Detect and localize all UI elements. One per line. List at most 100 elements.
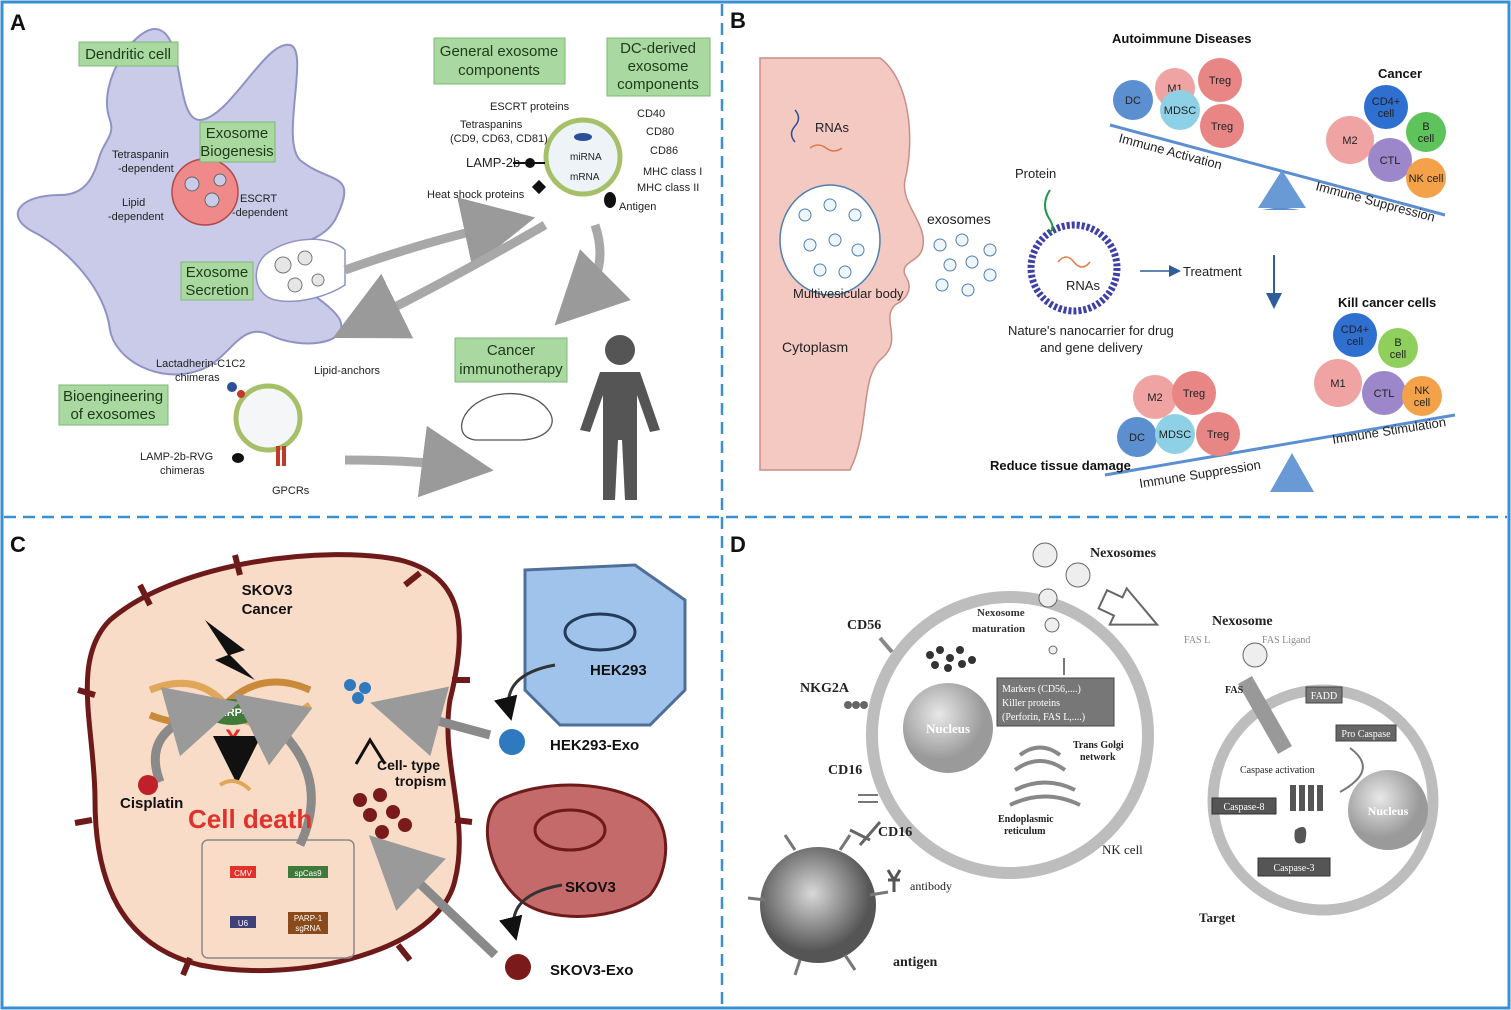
mouse-icon xyxy=(461,392,553,441)
fadd-box xyxy=(1305,686,1343,704)
gpcr-icon xyxy=(276,446,280,466)
skov3-exo-label: SKOV3-Exo xyxy=(550,962,633,979)
dc-components-1: DC-derived xyxy=(620,40,696,57)
antibody-label: antibody xyxy=(910,879,952,893)
dendritic-cell-box xyxy=(78,41,179,67)
u6-promoter xyxy=(230,916,256,928)
cd4-cell-label: cell xyxy=(1378,108,1395,120)
secretion-label-1: Exosome xyxy=(186,264,249,281)
antigen-label: Antigen xyxy=(619,201,656,213)
b-cell-label: cell xyxy=(1418,133,1435,145)
markers-box xyxy=(996,677,1115,727)
maturation-label-1: Nexosome xyxy=(977,607,1025,619)
cd4-label: CD4+ xyxy=(1372,96,1400,108)
pro-caspase-box xyxy=(1335,724,1397,742)
caspase-icon xyxy=(1294,826,1307,844)
nkg2a-label: NKG2A xyxy=(800,681,850,696)
skov3-nucleus xyxy=(533,808,607,852)
secretion-box xyxy=(180,261,254,301)
tetraspanin-label-2: -dependent xyxy=(118,163,174,175)
maturation-label-2: maturation xyxy=(972,623,1025,635)
immunotherapy-label-1: Cancer xyxy=(487,342,535,359)
m2-cell-label-2: M2 xyxy=(1147,392,1162,404)
nk-nucleus-label: Nucleus xyxy=(926,721,970,736)
fulcrum-top xyxy=(1258,170,1306,208)
lipid-label-2: -dependent xyxy=(108,211,164,223)
therapy-arrow xyxy=(554,223,631,326)
mhc2-label: MHC class II xyxy=(637,182,699,194)
cd16b-label: CD16 xyxy=(878,825,912,840)
markers-label-1: Markers (CD56,....) xyxy=(1002,684,1081,695)
cisplatin-arrow xyxy=(150,686,240,784)
fas-ligand-label: FAS Ligand xyxy=(1262,635,1310,646)
caspase8-label: Caspase-8 xyxy=(1223,802,1264,813)
granules xyxy=(926,646,976,672)
lamp2b-rvg-icon xyxy=(232,453,244,463)
cmv-label: CMV xyxy=(234,869,252,878)
cd56-label: CD56 xyxy=(847,618,881,633)
fas-receptor xyxy=(1238,676,1292,754)
caspase3-label: Caspase-3 xyxy=(1273,863,1314,874)
secretion-label-2: Secretion xyxy=(185,282,248,299)
fadd-label: FADD xyxy=(1311,691,1337,702)
autoimmune-label: Autoimmune Diseases xyxy=(1112,31,1251,46)
ctl-label-2: CTL xyxy=(1374,388,1395,400)
hek293-cell xyxy=(523,563,687,727)
nk-cell-label: NK cell xyxy=(1102,842,1143,857)
kill-cancer-label: Kill cancer cells xyxy=(1338,295,1436,310)
cd4-cell-label-2: cell xyxy=(1347,336,1364,348)
secretion-arrow xyxy=(343,197,536,275)
lipid-label-1: Lipid xyxy=(122,197,145,209)
intraluminal-vesicle xyxy=(213,173,227,187)
cancer-cells-top: CD4+ cell B cell M2 CTL NK cell xyxy=(1326,85,1446,198)
bioengineering-box xyxy=(58,384,169,426)
antigen-spikes xyxy=(747,834,889,976)
escrt-label-1: ESCRT xyxy=(240,193,277,205)
skov3-exo-icon xyxy=(505,954,531,980)
hek293-exo-label: HEK293-Exo xyxy=(550,737,639,754)
skov3-label: SKOV3 xyxy=(565,879,616,896)
m1-label-2: M1 xyxy=(1330,378,1345,390)
escrt-label-2: -dependent xyxy=(232,207,288,219)
spcas9-gene xyxy=(288,866,328,878)
caspase-activation-label: Caspase activation xyxy=(1240,765,1315,776)
nk-nucleus xyxy=(903,683,993,773)
escrt-proteins-label: ESCRT proteins xyxy=(490,101,570,113)
tetraspanins-label-1: Tetraspanins xyxy=(460,119,523,131)
rna-icon xyxy=(790,109,800,143)
dendritic-cell-label: Dendritic cell xyxy=(85,46,171,63)
hek293-label: HEK293 xyxy=(590,662,647,679)
mrna-label: mRNA xyxy=(570,172,600,183)
cancer-label: Cancer xyxy=(1378,66,1422,81)
b-label: B xyxy=(1422,121,1429,133)
rnas-top-label: RNAs xyxy=(815,120,849,135)
fulcrum-bottom xyxy=(1270,453,1314,492)
mirna-label: miRNA xyxy=(570,152,602,163)
rna-icon xyxy=(809,144,843,152)
nk-label-2: NK xyxy=(1414,385,1430,397)
mvb-label: Multivesicular body xyxy=(793,286,904,301)
general-components-box xyxy=(433,37,566,85)
fasl-label: FAS L xyxy=(1184,635,1210,646)
lamp2b-rvg-label-1: LAMP-2b-RVG xyxy=(140,451,213,463)
activation-arrow xyxy=(1339,747,1364,793)
panel-c-letter: C xyxy=(10,532,26,557)
tetraspanins-label-2: (CD9, CD63, CD81) xyxy=(450,133,548,145)
pro-caspase-label: Pro Caspase xyxy=(1341,729,1391,740)
golgi-icon xyxy=(1013,745,1067,772)
sgrna-label-1: PARP-1 xyxy=(294,914,323,923)
secretion-pocket xyxy=(255,238,346,303)
cisplatin-icon xyxy=(138,775,158,795)
b-label-2: B xyxy=(1394,337,1401,349)
fulcrum-top-tip xyxy=(1262,207,1300,210)
panel-b-letter: B xyxy=(730,8,746,33)
treg-cell-label-4: Treg xyxy=(1207,429,1229,441)
caspase-complex xyxy=(1290,785,1323,811)
target-nucleus-label: Nucleus xyxy=(1368,804,1409,818)
lipid-anchor-icon xyxy=(237,390,245,398)
bioengineering-label-1: Bioengineering xyxy=(63,388,163,405)
er-label-2: reticulum xyxy=(1004,826,1046,837)
dc-components-3: components xyxy=(617,76,699,93)
lightning-icon xyxy=(205,620,255,680)
